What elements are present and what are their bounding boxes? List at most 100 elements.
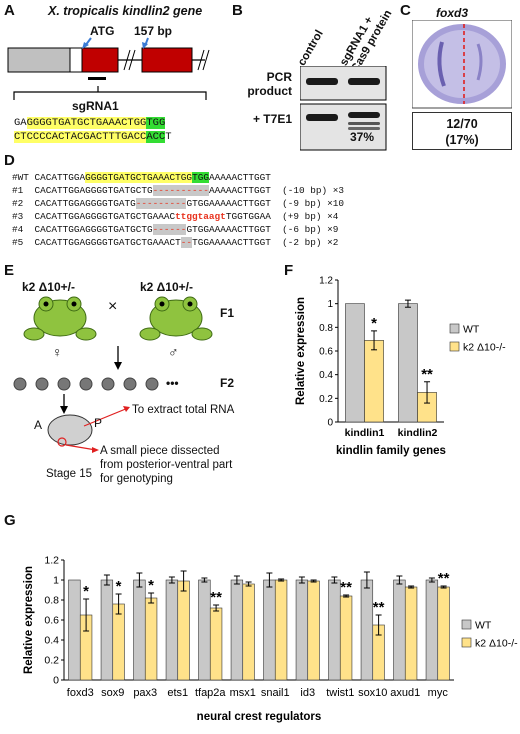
seq-note: (-2 bp) ×2	[270, 237, 339, 248]
y-tick-label: 0.2	[319, 394, 333, 405]
frog-left-icon	[23, 296, 97, 341]
seq-prefix: CACATTGGA	[34, 172, 86, 183]
sequence-row: #WT CACATTGGAGGGGTGATGCTGAAACTGGTGGAAAAA…	[12, 172, 271, 184]
f1-label: F1	[220, 306, 235, 320]
significance-mark: *	[148, 577, 154, 594]
sequence-row: #2 CACATTGGAGGGGTGATG---------GTGGAAAAAC…	[12, 198, 344, 210]
y-tick-label: 1.2	[44, 555, 59, 567]
sgrna-bracket	[13, 86, 207, 100]
atg-arrow-icon	[82, 42, 89, 49]
y-axis-label: Relative expression	[23, 566, 35, 674]
seq-target: GGGGTGATGCTGAAACTGG	[85, 172, 193, 183]
sequence-row: #4 CACATTGGAGGGGTGATGCTG------GTGGAAAAAC…	[12, 224, 338, 236]
sequence-id: #2	[12, 198, 35, 209]
t7e1-percent: 37%	[350, 130, 375, 144]
bar-wt	[345, 303, 365, 423]
exon-2	[141, 47, 193, 73]
seq-prefix: CACATTGGAGGGGTGATGCTGAAACT	[34, 237, 181, 248]
seq-suffix: TGGAAAAACTTGGT	[192, 237, 271, 248]
sgrna-seq-bottom: CTCCCCACTACGACTTTGACCACCT	[14, 131, 172, 143]
bar-wt	[68, 579, 81, 681]
frog-right-icon	[139, 296, 213, 341]
y-axis-label: Relative expression	[295, 297, 307, 405]
category-label: snail1	[261, 687, 290, 699]
significance-mark: **	[438, 570, 450, 587]
bar-wt	[393, 579, 406, 681]
y-tick-label: 0.4	[319, 370, 333, 381]
seq-suffix: GTGGAAAAACTTGGT	[186, 198, 271, 209]
atg-label: ATG	[90, 24, 115, 38]
male-symbol: ♂	[168, 344, 179, 360]
female-symbol: ♀	[52, 344, 63, 360]
panel-label-f: F	[284, 262, 294, 279]
legend-swatch	[461, 637, 472, 648]
seq-prefix: CACATTGGAGGGGTGATGCTG	[34, 224, 153, 235]
y-tick-label: 0.4	[44, 635, 59, 647]
category-label: msx1	[230, 687, 256, 699]
legend-swatch	[449, 323, 460, 334]
seq-suffix: AAAAACTTGGT	[208, 172, 271, 183]
legend-label: WT	[463, 324, 480, 336]
bar-wt	[230, 579, 244, 681]
sequence-row: #3 CACATTGGAGGGGTGATGCTGAAACttggtaagtTGG…	[12, 211, 338, 223]
category-label: kindlin1	[345, 427, 385, 439]
gel-image	[300, 66, 387, 151]
sequence-alignment: #WT CACATTGGAGGGGTGATGCTGAAACTGGTGGAAAAA…	[0, 172, 520, 252]
bar-wt	[263, 579, 276, 681]
category-label: tfap2a	[195, 687, 226, 699]
legend-swatch	[461, 619, 472, 630]
seq-pam: TGG	[192, 172, 209, 183]
y-tick-label: 0	[53, 675, 59, 687]
breeding-diagram	[13, 296, 213, 453]
gel-band-t7-sgrna	[348, 112, 380, 118]
anterior-label: A	[34, 418, 43, 432]
category-label: myc	[428, 687, 449, 699]
seq-prefix: CACATTGGAGGGGTGATGCTG	[34, 185, 153, 196]
f2-embryos	[13, 377, 159, 391]
bar-wt	[398, 303, 418, 423]
bar-mutant	[112, 603, 125, 681]
seq-prefix: CACATTGGAGGGGTGATGCTGAAAC	[34, 211, 176, 222]
bar-mutant	[404, 586, 418, 681]
panel-label-c: C	[400, 2, 411, 19]
seq-deletion: --	[180, 237, 193, 248]
sgrna-label: sgRNA1	[72, 99, 119, 113]
significance-mark: *	[371, 315, 377, 332]
category-label: id3	[300, 687, 315, 699]
col-sgrna: sgRNA1 +Cas9 protein	[338, 8, 395, 75]
col-control: control	[296, 28, 326, 68]
parent-right-label: k2 Δ10+/-	[140, 280, 193, 294]
bar-mutant	[144, 597, 158, 681]
y-tick-label: 1	[327, 299, 333, 310]
seq-suffix: TGGTGGAA	[225, 211, 271, 222]
y-tick-label: 0.6	[44, 615, 59, 627]
parent-left-label: k2 Δ10+/-	[22, 280, 75, 294]
f2-label: F2	[220, 376, 235, 390]
significance-mark: *	[116, 578, 122, 595]
sequence-id: #1	[12, 185, 35, 196]
bar-mutant	[364, 340, 384, 423]
category-label: foxd3	[67, 687, 94, 699]
bar-wt	[328, 579, 341, 681]
y-tick-label: 0	[327, 418, 333, 429]
y-tick-label: 0.8	[44, 595, 59, 607]
stage-label: Stage 15	[46, 468, 93, 480]
exon-1	[81, 47, 119, 73]
sequence-row: #5 CACATTGGAGGGGTGATGCTGAAACT--TGGAAAAAC…	[12, 237, 338, 249]
bar-wt	[100, 579, 114, 681]
legend-label: k2 Δ10-/-	[475, 638, 518, 650]
bp157-label: 157 bp	[134, 24, 173, 38]
category-label: axud1	[390, 687, 420, 699]
rna-label: To extract total RNA	[132, 404, 235, 416]
legend-swatch	[449, 341, 460, 352]
bar-wt	[198, 579, 211, 681]
category-label: kindlin2	[398, 427, 438, 439]
gene-title: X. tropicalis kindlin2 gene	[48, 4, 203, 18]
sgrna-seq-top: GAGGGGTGATGCTGAAACTGGTGG	[14, 117, 166, 129]
bar-wt	[295, 579, 309, 681]
sequence-id: #3	[12, 211, 35, 222]
bar-mutant	[177, 580, 190, 681]
